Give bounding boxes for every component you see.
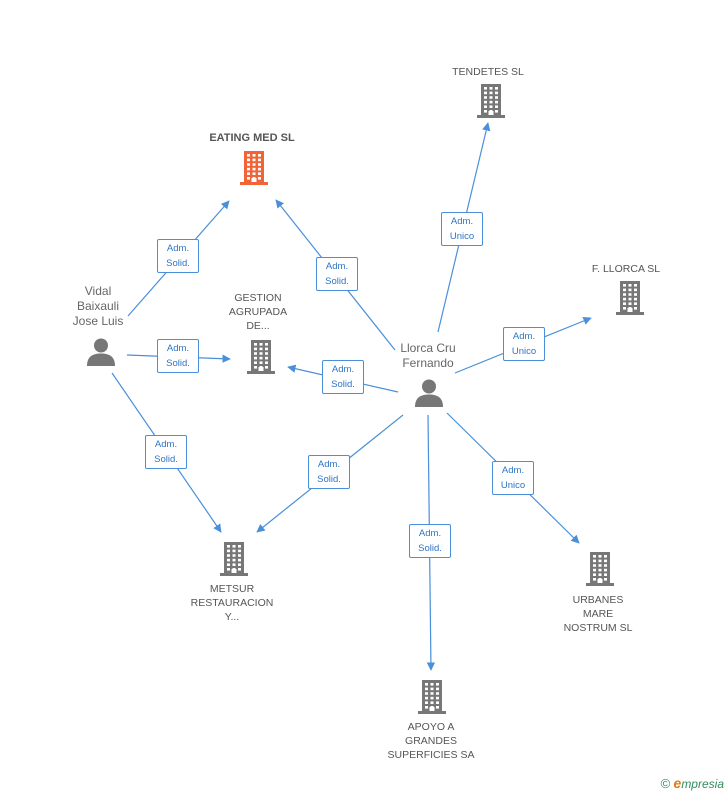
person-node-vidal[interactable] <box>86 337 116 372</box>
person-label-llorca[interactable]: Llorca Cru Fernando <box>400 341 456 370</box>
role-badge-llorca-eating: Adm. Solid. <box>316 257 358 291</box>
role-badge-llorca-apoyo: Adm. Solid. <box>409 524 451 558</box>
role-badge-llorca-urbanes: Adm. Unico <box>492 461 534 495</box>
company-label-eating[interactable]: EATING MED SL <box>209 132 295 144</box>
company-node-fllorca[interactable] <box>614 280 646 321</box>
building-icon <box>247 340 275 374</box>
building-icon <box>477 84 505 118</box>
brand-logo: © empresia <box>661 775 724 791</box>
company-node-urbanes[interactable] <box>584 551 616 592</box>
company-node-tendetes[interactable] <box>475 83 507 124</box>
role-badge-vidal-gestion: Adm. Solid. <box>157 339 199 373</box>
role-badge-vidal-eating: Adm. Solid. <box>157 239 199 273</box>
building-icon <box>586 552 614 586</box>
person-icon <box>87 338 115 366</box>
building-icon <box>240 151 268 185</box>
company-node-gestion[interactable] <box>245 339 277 380</box>
building-icon <box>616 281 644 315</box>
person-icon <box>415 379 443 407</box>
company-label-fllorca[interactable]: F. LLORCA SL <box>591 263 661 275</box>
role-badge-llorca-tendetes: Adm. Unico <box>441 212 483 246</box>
role-badge-llorca-metsur: Adm. Solid. <box>308 455 350 489</box>
role-badge-llorca-fllorca: Adm. Unico <box>503 327 545 361</box>
company-label-apoyo[interactable]: APOYO A GRANDES SUPERFICIES SA <box>387 721 475 761</box>
brand-initial: e <box>673 775 682 791</box>
role-badge-llorca-gestion: Adm. Solid. <box>322 360 364 394</box>
company-node-apoyo[interactable] <box>416 679 448 720</box>
person-label-vidal[interactable]: Vidal Baixauli Jose Luis <box>72 284 124 328</box>
company-label-gestion[interactable]: GESTION AGRUPADA DE... <box>228 292 288 332</box>
building-icon <box>220 542 248 576</box>
building-icon <box>418 680 446 714</box>
company-label-metsur[interactable]: METSUR RESTAURACION Y... <box>190 583 274 623</box>
brand-name: mpresia <box>681 777 724 791</box>
role-badge-vidal-metsur: Adm. Solid. <box>145 435 187 469</box>
company-label-urbanes[interactable]: URBANES MARE NOSTRUM SL <box>563 594 633 634</box>
company-node-eating[interactable] <box>238 150 270 191</box>
copyright-symbol: © <box>660 776 671 791</box>
person-node-llorca[interactable] <box>414 378 444 413</box>
company-label-tendetes[interactable]: TENDETES SL <box>452 66 524 78</box>
company-node-metsur[interactable] <box>218 541 250 582</box>
